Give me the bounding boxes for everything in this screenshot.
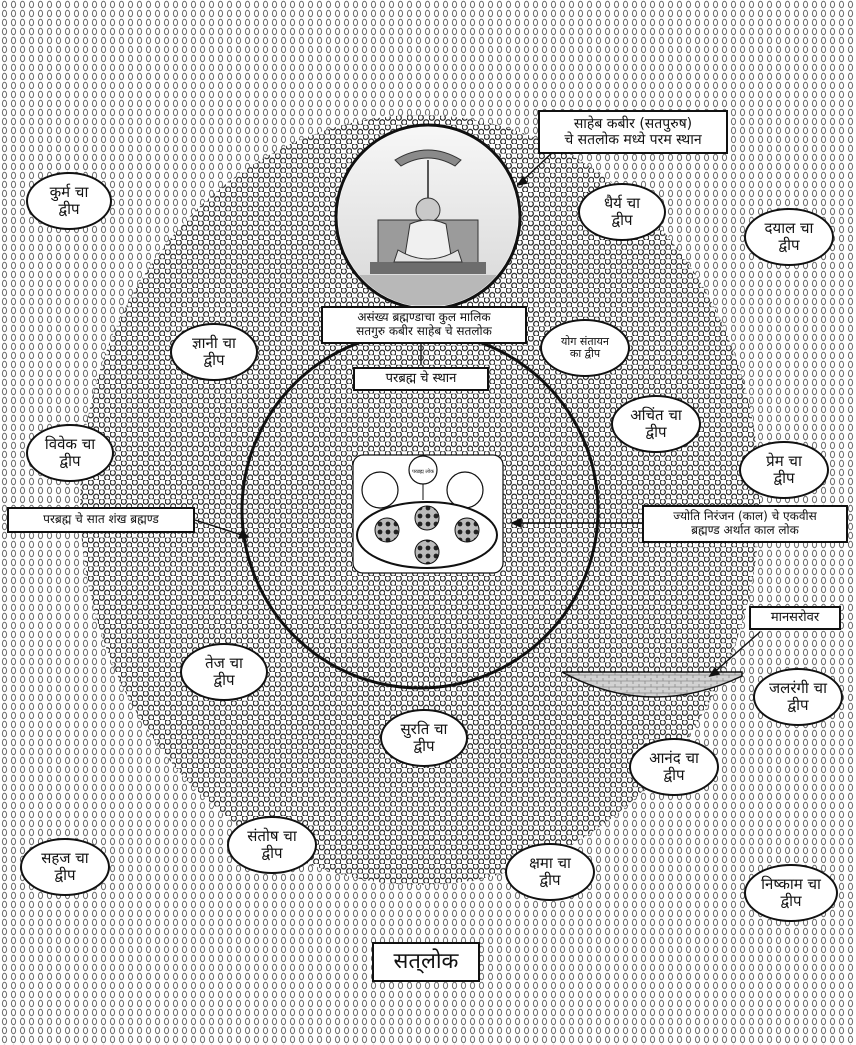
- dweep-surati: सुरति चा द्वीप: [380, 709, 468, 767]
- satlok-title: सत्‌लोक: [372, 942, 480, 982]
- callout-parabrahm-sthan: परब्रह्म चे स्थान: [353, 367, 489, 391]
- dweep-sahaj: सहज चा द्वीप: [20, 838, 110, 896]
- callout-saat-shankh: परब्रह्म चे सात शंख ब्रह्मण्ड: [7, 507, 195, 533]
- dweep-tej: तेज चा द्वीप: [180, 643, 268, 701]
- dweep-anand: आनंद चा द्वीप: [629, 738, 719, 796]
- dweep-jalrangi: जलरंगी चा द्वीप: [753, 668, 843, 726]
- dweep-yog-santayan: योग संतायन का द्वीप: [540, 319, 630, 377]
- kaal-lok-cluster: परब्रह्म लोक: [353, 455, 503, 573]
- callout-kul-malik: असंख्य ब्रह्मण्डाचा कुल मालिक सतगुरु कबी…: [321, 306, 527, 344]
- dweep-kshama: क्षमा चा द्वीप: [505, 843, 595, 901]
- dweep-nishkam: निष्काम चा द्वीप: [744, 864, 838, 922]
- dweep-prem: प्रेम चा द्वीप: [739, 441, 829, 499]
- dweep-dayal: दयाल चा द्वीप: [744, 208, 834, 266]
- dweep-dhairya: धैर्य चा द्वीप: [578, 183, 666, 241]
- callout-satpurush: साहेब कबीर (सतपुरुष) चे सतलोक मध्ये परम …: [538, 110, 728, 154]
- dweep-vivek: विवेक चा द्वीप: [26, 424, 114, 482]
- callout-mansarovar: मानसरोवर: [749, 606, 841, 630]
- callout-jyoti-niranjan: ज्योति निरंजन (काल) चे एकवीस ब्रह्मण्ड अ…: [642, 505, 848, 543]
- dweep-gyani: ज्ञानी चा द्वीप: [170, 323, 258, 381]
- svg-text:परब्रह्म लोक: परब्रह्म लोक: [412, 468, 434, 475]
- dweep-santosh: संतोष चा द्वीप: [227, 816, 317, 874]
- dweep-kurm: कुर्म चा द्वीप: [26, 172, 112, 230]
- dweep-achint: अचिंत चा द्वीप: [611, 395, 701, 453]
